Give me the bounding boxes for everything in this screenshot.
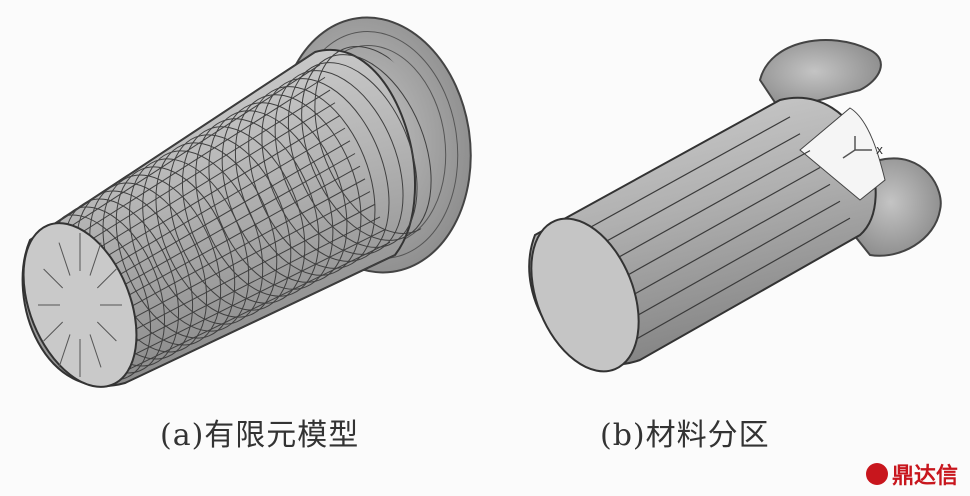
panel-b-cutout bbox=[799, 107, 886, 201]
panel-a-open-end bbox=[22, 222, 138, 388]
panel-b-material-zones: x bbox=[528, 39, 942, 373]
panel-a-fe-model bbox=[21, 16, 472, 388]
caption-b: (b)材料分区 bbox=[600, 418, 770, 453]
panel-b-axis-x-label: x bbox=[876, 143, 883, 157]
watermark-logo: 鼎达信 bbox=[865, 458, 958, 490]
caption-a: (a)有限元模型 bbox=[160, 418, 360, 453]
panel-b-axis-triad: x bbox=[842, 136, 883, 159]
panel-b-open-end bbox=[530, 217, 640, 373]
logo-text: 鼎达信 bbox=[891, 464, 958, 489]
logo-icon bbox=[865, 463, 888, 485]
panel-b-flange-top bbox=[758, 39, 882, 112]
